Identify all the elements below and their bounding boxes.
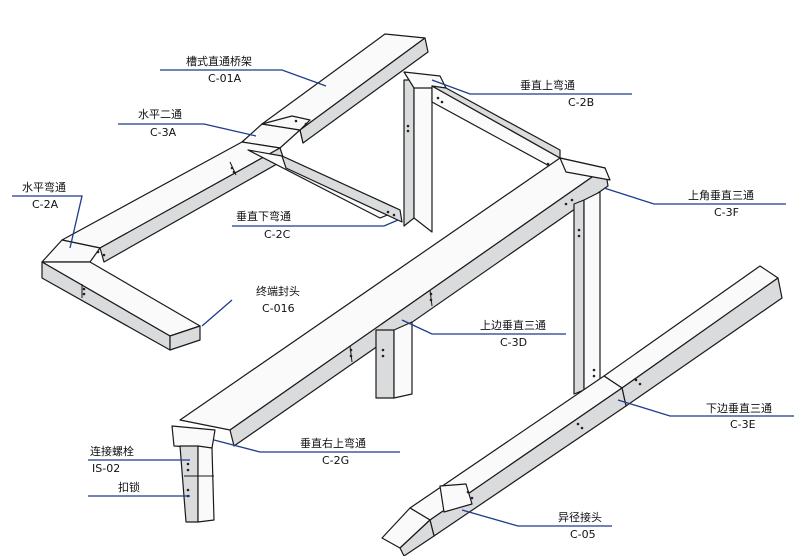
label-c01a-code: C-01A — [208, 72, 242, 85]
label-c2c-name: 垂直下弯通 — [236, 209, 291, 223]
label-c3d-code: C-3D — [500, 336, 527, 349]
label-c01a-name: 槽式直通桥架 — [186, 54, 252, 68]
vertical-down-elbow-c2c — [247, 115, 403, 223]
top-corner-vertical-tee-c3f — [573, 191, 601, 395]
horizontal-elbow-c2a — [41, 239, 201, 351]
label-c3e-code: C-3E — [730, 418, 756, 431]
label-c2b-name: 垂直上弯通 — [520, 78, 575, 92]
label-c2a-code: C-2A — [32, 198, 59, 211]
label-c2b-code: C-2B — [568, 96, 594, 109]
label-is02-name: 连接螺栓 — [90, 444, 134, 458]
label-c3a-code: C-3A — [150, 126, 177, 139]
label-c3f-code: C-3F — [714, 206, 739, 219]
main-diagonal-run — [179, 157, 611, 447]
label-c05-code: C-05 — [570, 528, 596, 541]
top-edge-vertical-tee-c3d — [375, 321, 413, 399]
label-c2g-name: 垂直右上弯通 — [300, 436, 366, 450]
reducer-c05 — [381, 483, 474, 557]
label-c3f-name: 上角垂直三通 — [688, 188, 754, 202]
label-clip-name: 扣锁 — [118, 480, 140, 494]
label-c016-code: C-016 — [262, 302, 295, 315]
horizontal-tee-c3a — [61, 141, 285, 263]
straight-tray-c01a — [241, 33, 429, 149]
label-c3d-name: 上边垂直三通 — [480, 318, 546, 332]
label-c016-name: 终端封头 — [256, 284, 300, 298]
label-c2c-code: C-2C — [264, 228, 291, 241]
label-is02-code: IS-02 — [92, 462, 120, 475]
label-c3e-name: 下边垂直三通 — [706, 401, 772, 415]
label-c2g-code: C-2G — [322, 454, 349, 467]
label-c05-name: 异径接头 — [558, 511, 602, 524]
label-c2a-name: 水平弯通 — [22, 180, 66, 194]
vertical-right-up-elbow-c2g — [171, 425, 216, 523]
labels: 槽式直通桥架 C-01A 垂直上弯通 C-2B 水平二通 C-3A 水平弯通 C… — [22, 54, 772, 541]
leader-lines — [12, 69, 794, 527]
label-c3a-name: 水平二通 — [138, 108, 182, 121]
vertical-up-elbow-c2b — [403, 71, 565, 233]
